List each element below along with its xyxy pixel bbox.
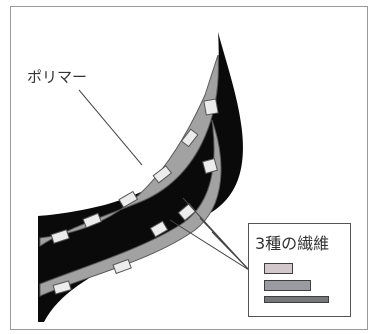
fiber-swatch-3 xyxy=(264,296,329,303)
fiber-legend: 3種の繊維 xyxy=(248,223,351,317)
legend-title: 3種の繊維 xyxy=(255,234,330,253)
fiber-swatch-1 xyxy=(264,263,293,274)
legend-leader-lines xyxy=(169,197,250,271)
lower-fiber-blocks xyxy=(52,158,218,295)
polymer-label: ポリマー xyxy=(27,68,88,86)
lower-fiber-band xyxy=(39,119,222,297)
polymer-leader-line xyxy=(78,89,143,166)
polymer-body xyxy=(38,32,243,322)
upper-fiber-blocks xyxy=(50,98,219,244)
fiber-swatch-2 xyxy=(264,280,311,291)
